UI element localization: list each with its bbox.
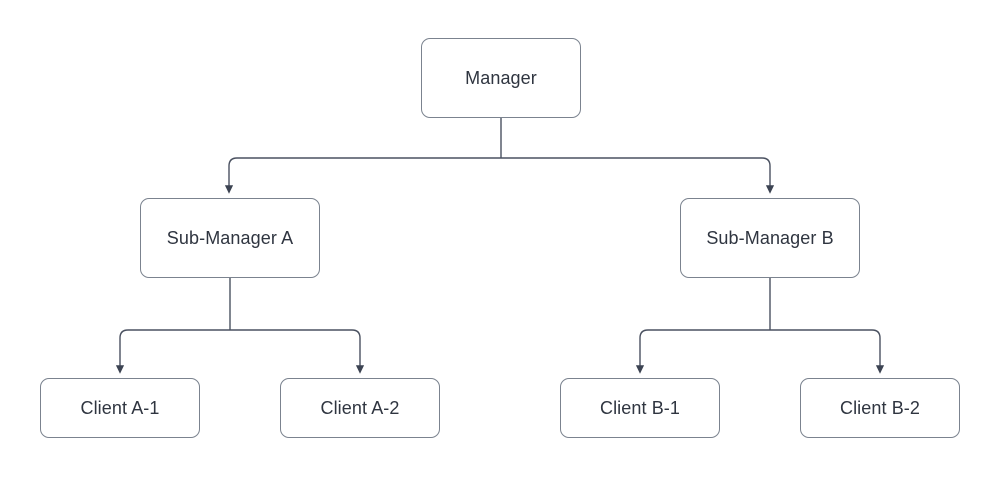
node-client-b-1[interactable]: Client B-1 <box>560 378 720 438</box>
node-client-a-1[interactable]: Client A-1 <box>40 378 200 438</box>
node-sub-manager-a[interactable]: Sub-Manager A <box>140 198 320 278</box>
node-client-b-2-label: Client B-2 <box>839 398 921 418</box>
node-client-b-1-label: Client B-1 <box>599 398 681 418</box>
edge-sub-a-to-client-a1 <box>115 329 230 374</box>
edge-manager-to-sub-a <box>224 157 501 194</box>
edge-sub-b-to-client-b1 <box>635 329 770 374</box>
edge-manager-to-sub-b <box>501 157 775 194</box>
node-sub-manager-b[interactable]: Sub-Manager B <box>680 198 860 278</box>
edge-sub-a-to-client-a2 <box>230 329 365 374</box>
node-client-b-2[interactable]: Client B-2 <box>800 378 960 438</box>
node-client-a-2[interactable]: Client A-2 <box>280 378 440 438</box>
node-manager[interactable]: Manager <box>421 38 581 118</box>
node-client-a-1-label: Client A-1 <box>80 398 160 418</box>
edge-sub-b-to-client-b2 <box>770 329 885 374</box>
node-sub-manager-b-label: Sub-Manager B <box>706 228 834 248</box>
node-client-a-2-label: Client A-2 <box>320 398 400 418</box>
node-manager-label: Manager <box>465 68 537 88</box>
node-sub-manager-a-label: Sub-Manager A <box>166 228 294 248</box>
